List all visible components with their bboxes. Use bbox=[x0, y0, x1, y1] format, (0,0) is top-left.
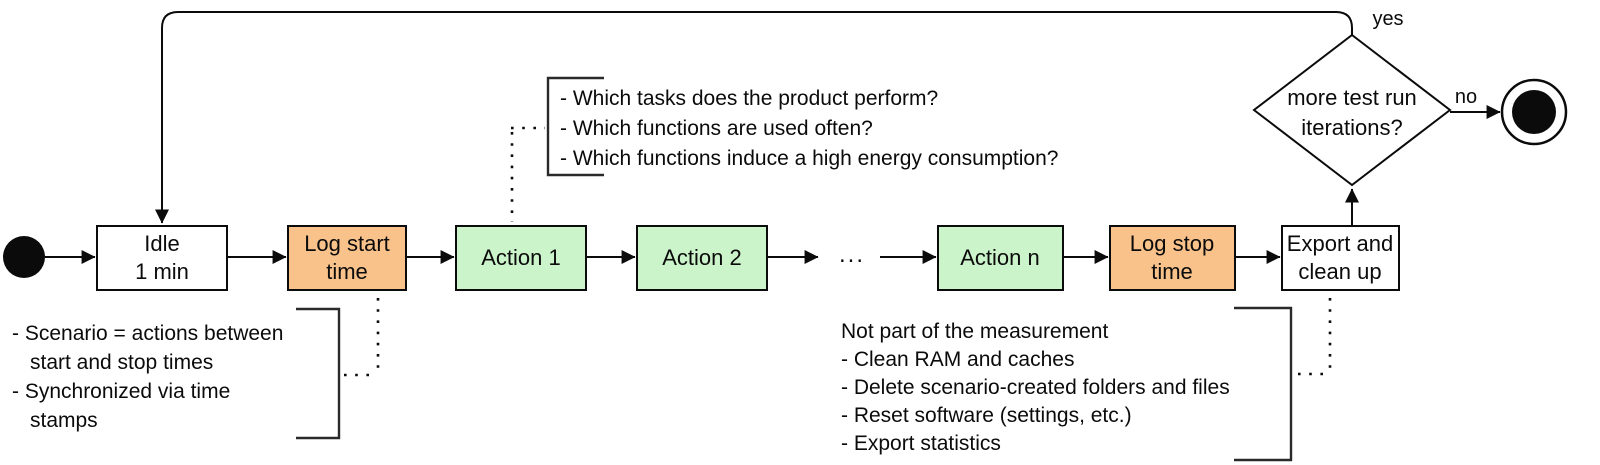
log-stop-label-line2: time bbox=[1151, 259, 1193, 284]
yes-edge-label: yes bbox=[1372, 8, 1403, 30]
export-cleanup-label-line2: clean up bbox=[1298, 259, 1381, 284]
log-start-label-line2: time bbox=[326, 259, 368, 284]
scenario-note-line1: - Scenario = actions between bbox=[12, 322, 283, 345]
action-1-box bbox=[455, 225, 587, 291]
log-stop-label-line1: Log stop bbox=[1130, 231, 1214, 256]
export-cleanup-box bbox=[1281, 225, 1400, 291]
yes-loop-connector bbox=[155, 11, 1353, 224]
action-n-box bbox=[937, 225, 1064, 291]
scenario-note-line4: stamps bbox=[30, 409, 98, 432]
decision-label-line2: iterations? bbox=[1301, 115, 1403, 140]
scenario-note-line2: start and stop times bbox=[30, 351, 213, 374]
questions-note-line2: - Which functions are used often? bbox=[560, 117, 873, 140]
no-edge-label: no bbox=[1455, 86, 1477, 108]
action-n-label: Action n bbox=[960, 245, 1040, 270]
questions-note-line3: - Which functions induce a high energy c… bbox=[560, 147, 1058, 170]
decision-diamond bbox=[1252, 33, 1452, 187]
idle-label-line1: Idle bbox=[144, 231, 179, 256]
bracket-questions bbox=[546, 76, 604, 177]
log-stop-box bbox=[1109, 225, 1236, 291]
cleanup-note-line3: - Delete scenario-created folders and fi… bbox=[841, 376, 1230, 399]
questions-note-line1: - Which tasks does the product perform? bbox=[560, 87, 938, 110]
scenario-note-line3: - Synchronized via time bbox=[12, 380, 230, 403]
cleanup-note-line2: - Clean RAM and caches bbox=[841, 348, 1074, 371]
ellipsis-label: ... bbox=[839, 241, 865, 268]
end-node-inner-dot bbox=[1512, 90, 1556, 134]
export-cleanup-label-line1: Export and bbox=[1287, 231, 1393, 256]
idle-label-line2: 1 min bbox=[135, 259, 189, 284]
cleanup-note-line5: - Export statistics bbox=[841, 432, 1001, 455]
cleanup-note-line4: - Reset software (settings, etc.) bbox=[841, 404, 1132, 427]
start-node bbox=[3, 236, 45, 278]
decision-label-line1: more test run bbox=[1287, 85, 1417, 110]
log-start-box bbox=[287, 225, 407, 291]
bracket-cleanup bbox=[1234, 306, 1293, 462]
cleanup-note-line1: Not part of the measurement bbox=[841, 320, 1108, 343]
log-start-label-line1: Log start bbox=[304, 231, 390, 256]
action-2-label: Action 2 bbox=[662, 245, 742, 270]
bracket-scenario bbox=[296, 307, 341, 440]
action-1-label: Action 1 bbox=[481, 245, 561, 270]
